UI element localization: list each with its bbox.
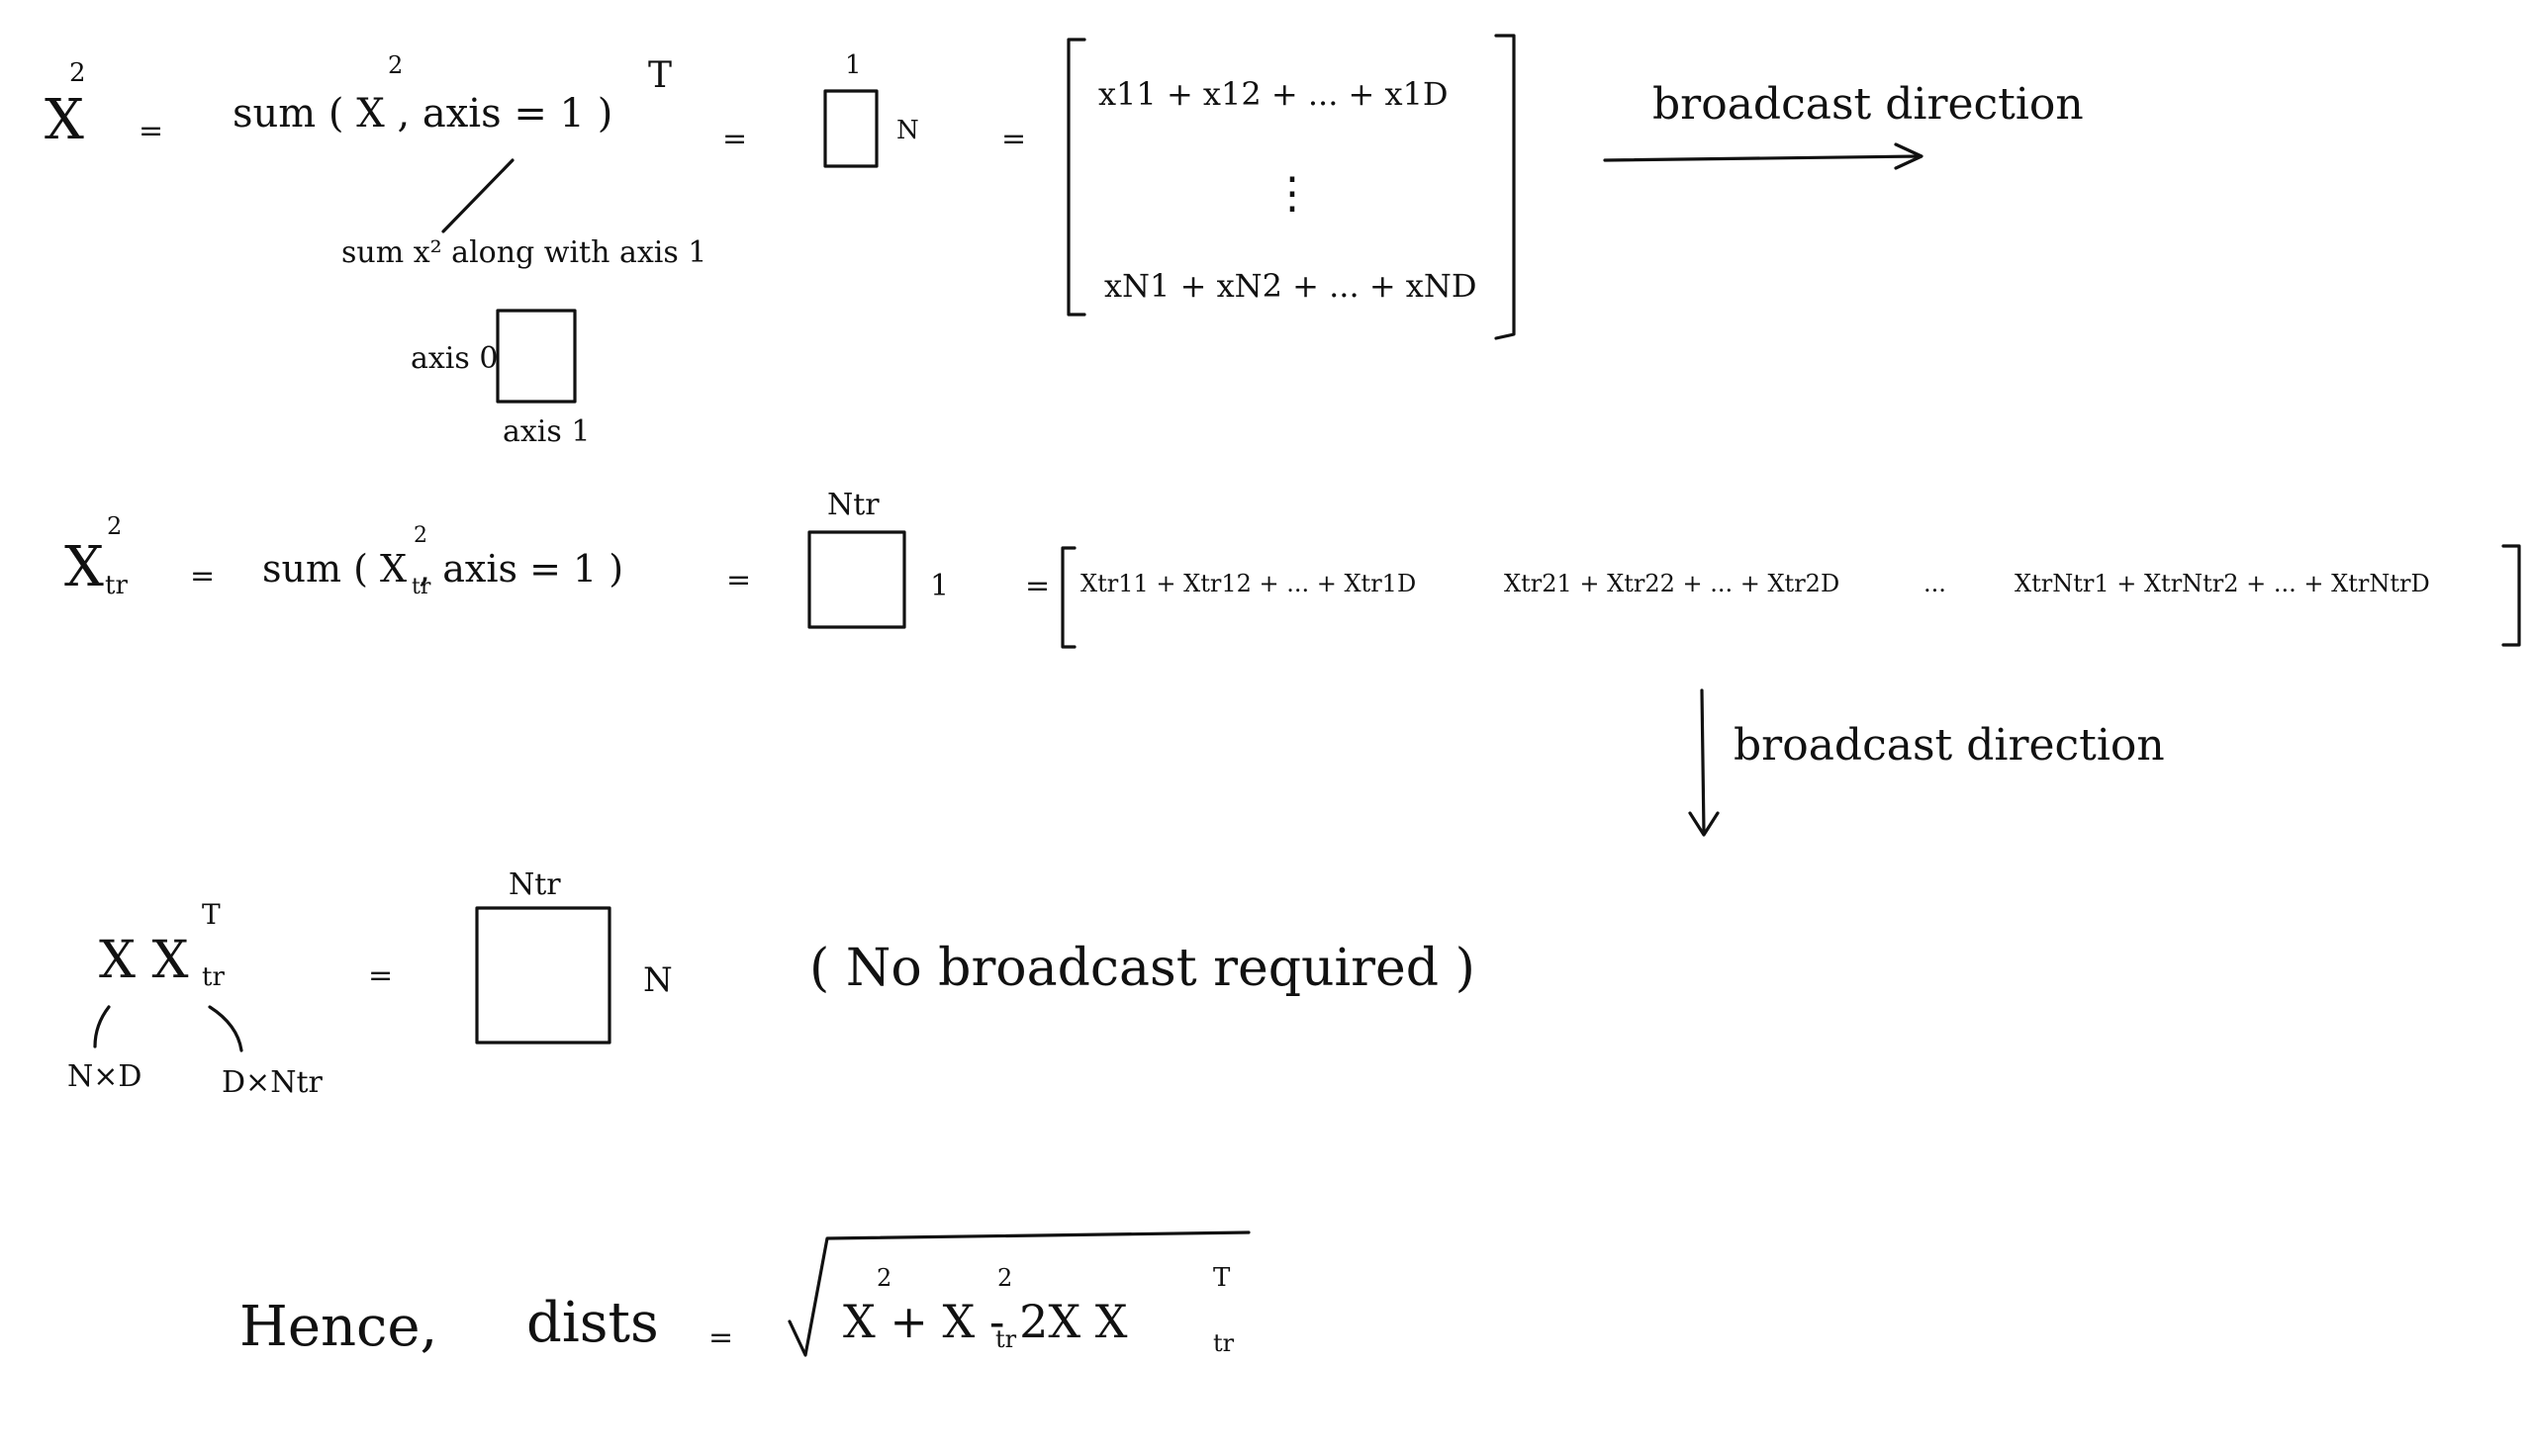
eq1-broadcast-label: broadcast direction: [1652, 79, 2084, 130]
eq3-dim-right: D×Ntr: [222, 1065, 323, 1100]
eq1-column-box: [823, 89, 879, 168]
eq2-left-bracket: [1061, 546, 1077, 649]
eq2-row-part-3: XtrNtr1 + XtrNtr2 + ... + XtrNtrD: [2015, 570, 2430, 597]
eq1-equals-a: =: [139, 114, 163, 148]
eq4-prefix: Hence,: [239, 1295, 437, 1359]
eq3-note: ( No broadcast required ): [809, 939, 1475, 998]
eq1-lhs-exponent: 2: [69, 58, 86, 88]
eq1-box-top-label: 1: [845, 50, 862, 80]
eq3-lhs-transpose: T: [202, 898, 221, 931]
eq2-row-ellipsis: ...: [1923, 570, 1946, 597]
eq1-annotation-pointer: [441, 158, 515, 233]
eq2-equals-b: =: [726, 563, 751, 597]
eq3-lhs-subscript: tr: [202, 962, 225, 992]
eq2-row-part-1: Xtr11 + Xtr12 + ... + Xtr1D: [1080, 570, 1416, 597]
eq4-equals: =: [708, 1320, 733, 1355]
eq1-equals-b: =: [722, 122, 747, 156]
eq2-box-side-label: 1: [930, 569, 949, 603]
eq1-matrix-row-1: x11 + x12 + ... + x1D: [1098, 75, 1449, 113]
eq2-broadcast-arrow-shaft: [1700, 688, 1706, 835]
eq2-equals-c: =: [1025, 569, 1050, 603]
eq4-sub-b: tr: [995, 1325, 1017, 1353]
eq4-sub-c: tr: [1213, 1329, 1235, 1357]
eq3-equals: =: [368, 958, 393, 993]
equation-3: X X tr T N×D D×Ntr = Ntr N ( No broadcas…: [67, 867, 1475, 1100]
eq3-box-top-label: Ntr: [509, 867, 561, 902]
eq1-annotation: sum x² along with axis 1: [341, 235, 706, 270]
eq2-box-top-label: Ntr: [827, 488, 880, 522]
eq4-radicand: X + X - 2X X: [843, 1295, 1128, 1348]
eq4-exp-b: 2: [997, 1264, 1012, 1292]
eq4-name: dists: [526, 1291, 659, 1355]
eq2-lhs-subscript: tr: [105, 571, 128, 600]
eq2-row-part-2: Xtr21 + Xtr22 + ... + Xtr2D: [1504, 570, 1839, 597]
eq2-rhs-exponent: 2: [414, 523, 427, 548]
eq1-box-side-label: N: [896, 116, 919, 145]
equation-1: X 2 = sum ( X , axis = 1 ) 2 T = 1 N = x…: [45, 34, 2084, 449]
eq3-box-side-label: N: [643, 960, 673, 1000]
eq1-axis0-label: axis 0: [411, 341, 498, 376]
eq1-broadcast-arrow-head: [1894, 142, 1923, 170]
eq1-rhs-inner-exponent: 2: [388, 51, 403, 79]
eq1-rhs-transpose: T: [648, 55, 672, 96]
eq3-dim-left: N×D: [67, 1059, 141, 1094]
eq2-broadcast-arrow-head: [1688, 811, 1720, 837]
equation-2: X tr 2 = sum ( X , axis = 1 ) tr 2 = Ntr…: [64, 488, 2521, 837]
eq2-right-bracket: [2501, 544, 2521, 647]
eq2-lhs-exponent: 2: [107, 512, 122, 540]
equation-4: Hence, dists = X + X - 2X X 2 2 tr tr T: [239, 1230, 1251, 1359]
eq1-matrix-dots: ⋮: [1270, 168, 1314, 219]
eq1-rhs: sum ( X , axis = 1 ): [233, 91, 612, 136]
eq1-broadcast-arrow-shaft: [1603, 154, 1922, 162]
eq3-right-brace: [208, 1005, 243, 1052]
eq3-left-brace: [93, 1005, 111, 1048]
eq1-lhs: X: [45, 88, 84, 152]
eq4-sqrt-sign: [788, 1230, 1251, 1357]
eq2-equals-a: =: [190, 559, 215, 593]
eq2-broadcast-label: broadcast direction: [1734, 720, 2165, 771]
eq3-matrix-box: [475, 906, 611, 1045]
eq4-exp-c: T: [1213, 1263, 1231, 1293]
eq1-matrix-row-2: xN1 + xN2 + ... + xND: [1104, 267, 1477, 305]
eq1-axis1-label: axis 1: [503, 414, 590, 449]
eq2-rhs: sum ( X , axis = 1 ): [262, 547, 623, 591]
eq1-right-bracket: [1494, 34, 1516, 340]
eq2-rhs-subscript: tr: [412, 575, 431, 599]
eq2-lhs: X: [64, 535, 104, 599]
eq2-row-box: [807, 530, 906, 629]
eq1-left-bracket: [1067, 38, 1086, 317]
eq3-lhs: X X: [99, 931, 189, 990]
eq4-exp-a: 2: [877, 1264, 891, 1292]
eq1-axis-diagram-box: [496, 309, 577, 404]
eq1-equals-c: =: [1001, 122, 1026, 156]
